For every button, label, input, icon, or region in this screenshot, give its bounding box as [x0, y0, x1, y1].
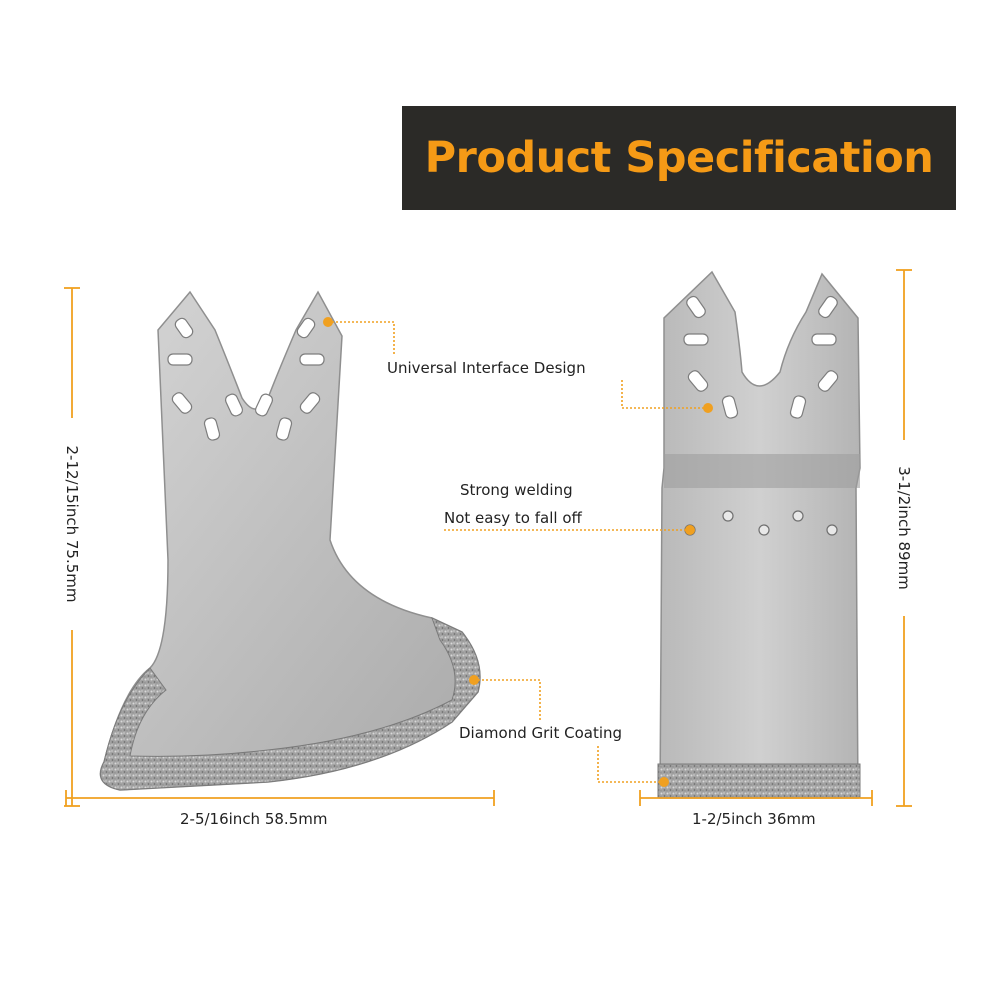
left-width-label: 2-5/16inch 58.5mm [180, 810, 328, 828]
welding-callout-line2: Not easy to fall off [444, 509, 582, 527]
callout-dots [323, 317, 713, 787]
right-interface-slots [683, 295, 839, 419]
page-title: Product Specification [424, 133, 934, 183]
welding-callout-line1: Strong welding [460, 481, 573, 499]
left-blade [99, 290, 481, 791]
right-blade [657, 270, 861, 799]
dimension-lines [64, 269, 912, 807]
left-height-label: 2-12/15inch 75.5mm [63, 445, 81, 603]
left-blade-grit-coating [100, 617, 481, 791]
title-banner: Product Specification [402, 106, 956, 210]
right-blade-weld-band [664, 454, 860, 488]
right-height-label: 3-1/2inch 89mm [895, 466, 913, 590]
coating-callout-label: Diamond Grit Coating [459, 724, 623, 742]
right-width-label: 1-2/5inch 36mm [692, 810, 816, 828]
right-blade-grit-coating [657, 763, 861, 799]
callout-leaders [328, 321, 708, 783]
left-interface-slots [167, 317, 325, 441]
interface-callout-label: Universal Interface Design [387, 359, 586, 377]
